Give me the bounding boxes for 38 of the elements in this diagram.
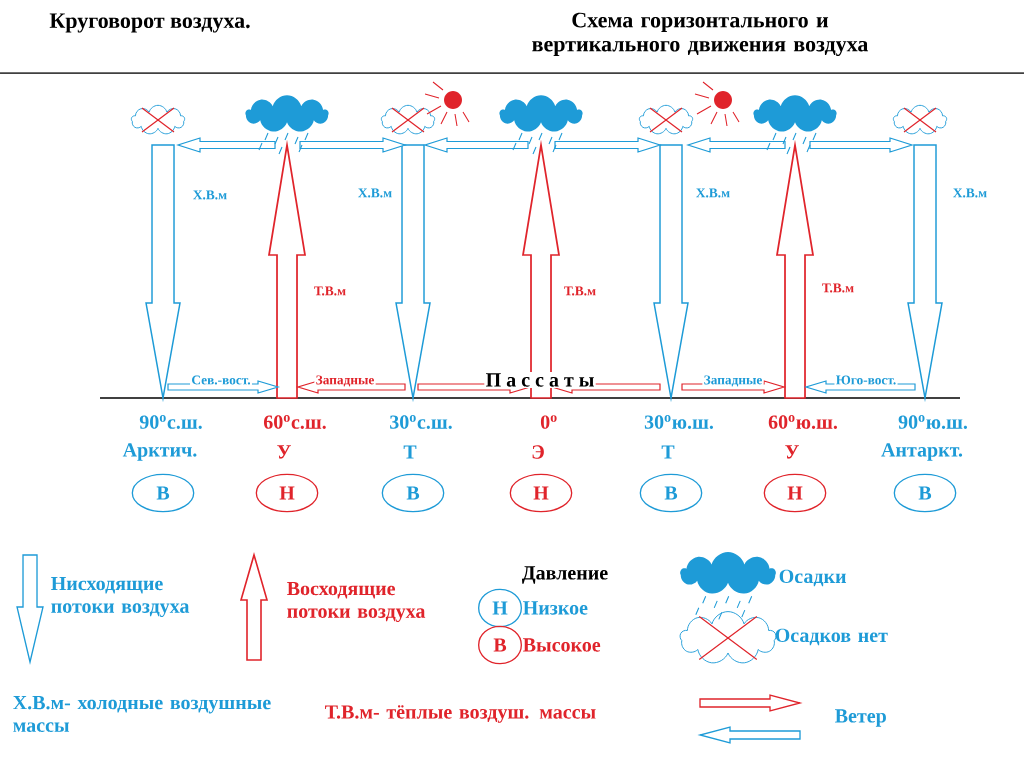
wind-name: Западные [702,374,764,388]
zone-label: Арктич. [122,443,197,461]
zone-label: Т [403,445,417,459]
latitude-label: 90$^{o}$ю.ш. [898,415,968,429]
air-mass-label: Х.В.м [696,188,730,198]
zone-label: Э [532,445,544,459]
title: Схема горизонтального и вертикального движения воздуха [532,12,868,56]
heading: Круговорот воздуха. [49,13,250,33]
wind-name: Западные [314,374,376,388]
latitude-label: 30$^{o}$ю.ш. [644,415,714,429]
latitude-label: 60$^{o}$с.ш. [264,415,326,429]
air-mass-label: Х.В.м [953,188,987,198]
legend-label: Нисходящие потоки воздуха [51,576,190,618]
latitude-label: 0$^{o}$ [540,415,557,429]
pressure-label: Низкое [523,601,588,615]
wind-name: Юго-вост. [834,374,898,386]
air-mass-label: Х.В.м [193,190,227,200]
latitude-label: 90$^{o}$с.ш. [139,415,202,429]
wind-name: Сев.-вост. [190,374,252,386]
zone-label: Т [661,445,675,459]
legend-label: Осадков нет [775,628,888,646]
legend-label: Восходящие потоки воздуха [287,581,426,623]
zone-label: У [785,445,799,459]
air-mass-label: Т.В.м [822,283,854,293]
air-mass-label: Х.В.м [358,188,392,198]
zone-label: У [277,445,291,459]
note: Т.В.м- тёплые воздуш. массы [325,705,596,723]
legend-heading: Давление [521,566,608,584]
zone-label: Антаркт. [881,443,963,461]
legend-label: Ветер [835,709,886,727]
latitude-label: 60$^{o}$ю.ш. [768,415,838,429]
latitude-label: 30$^{o}$с.ш. [390,415,452,429]
air-mass-label: Т.В.м [314,286,346,296]
note: Х.В.м- холодные воздушные массы [13,696,271,732]
legend-label: Осадки [779,569,847,587]
pressure-label: Высокое [523,638,601,652]
wind-name: П а с с а т ы [484,372,596,388]
air-mass-label: Т.В.м [564,286,596,296]
